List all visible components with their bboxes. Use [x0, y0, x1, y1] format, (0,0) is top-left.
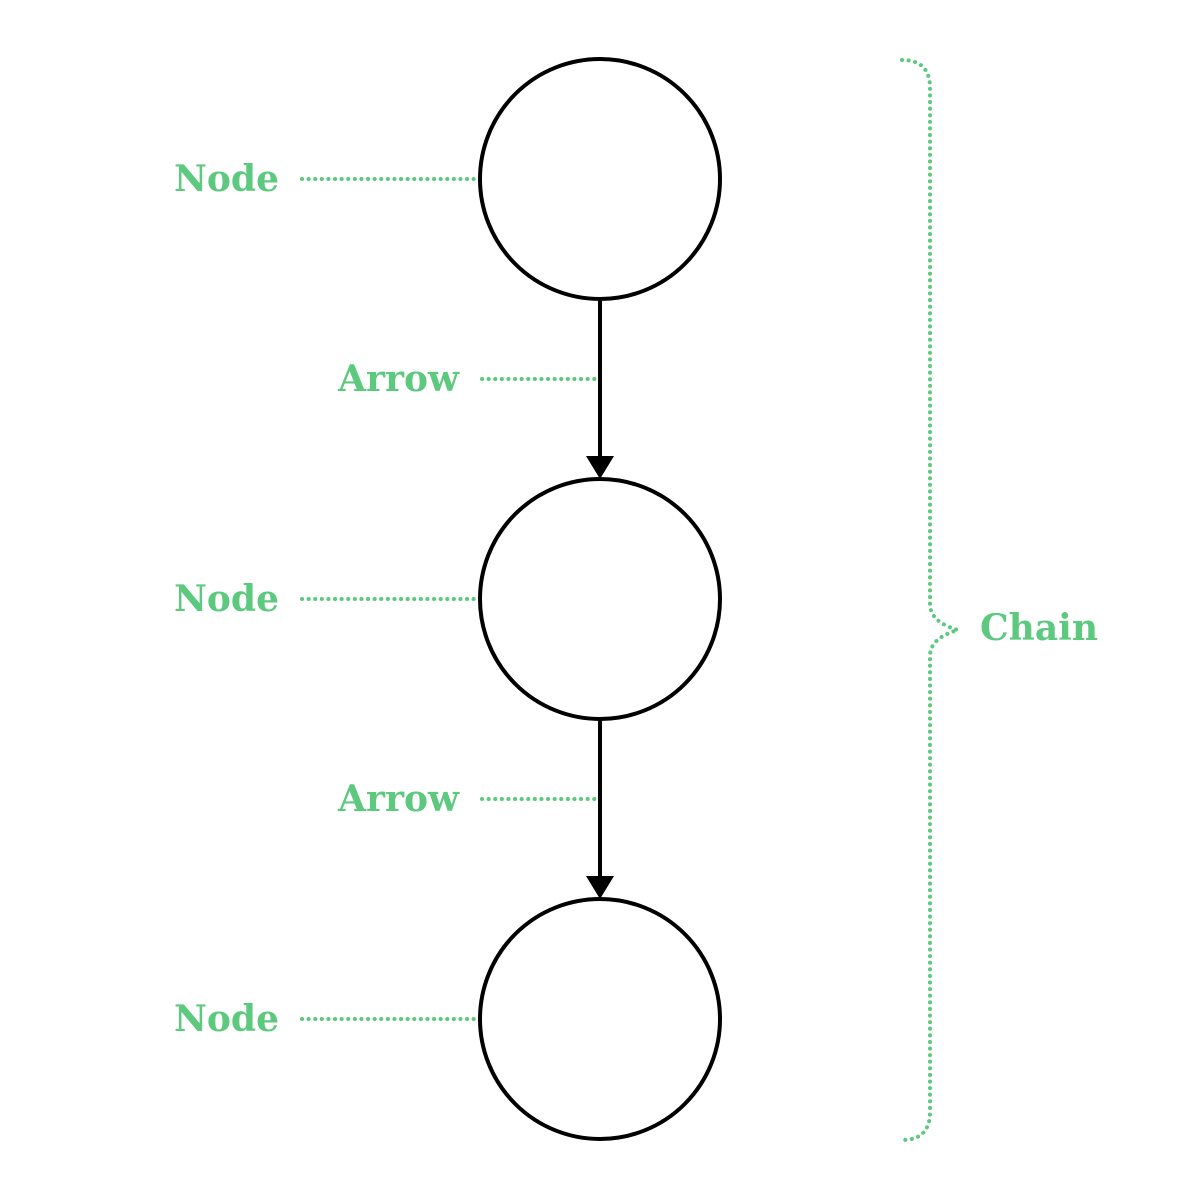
node-circle-3 [478, 897, 722, 1141]
arrow-label-1: Arrow [337, 358, 460, 400]
chain-brace [900, 58, 966, 1142]
node-label-3: Node [174, 998, 279, 1040]
node-label-2: Node [174, 578, 279, 620]
chain-label: Chain [980, 607, 1098, 649]
arrow-1 [586, 299, 614, 479]
node-circle-1 [478, 57, 722, 301]
arrow-2 [586, 719, 614, 899]
node-circle-2 [478, 477, 722, 721]
node-label-1: Node [174, 158, 279, 200]
arrow-label-2: Arrow [337, 778, 460, 820]
